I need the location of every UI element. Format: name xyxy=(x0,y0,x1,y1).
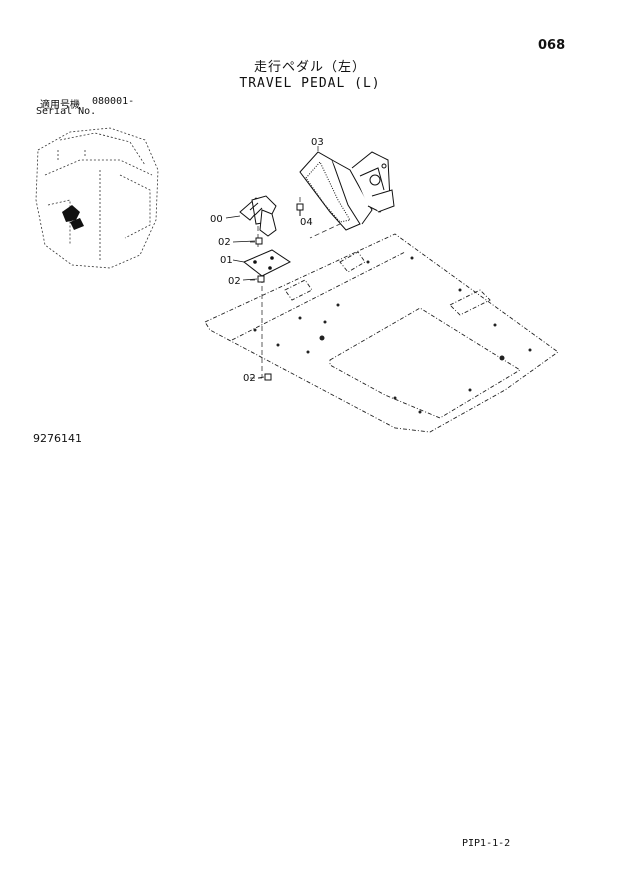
page-number: 068 xyxy=(538,38,566,53)
serial-value: 080001- xyxy=(92,96,135,107)
serial-label-en: Serial No. xyxy=(36,106,97,117)
part-label-04: 04 xyxy=(300,217,313,228)
part-labels: 03 00 04 02 01 02 02 xyxy=(210,137,324,384)
drawing-number: 9276141 xyxy=(33,432,82,445)
floor-plate xyxy=(204,233,559,433)
floor-plate-holes xyxy=(253,256,532,414)
page-title-en: TRAVEL PEDAL (L) xyxy=(239,76,381,91)
part-label-00: 00 xyxy=(210,214,223,225)
footer-code: PIP1-1-2 xyxy=(462,838,511,849)
part-label-03: 03 xyxy=(311,137,324,148)
pedal-03-assembly xyxy=(299,151,395,231)
part-label-02-bottom: 02 xyxy=(243,373,256,384)
label-leader-lines xyxy=(225,215,265,379)
part-label-02-mid: 02 xyxy=(228,276,241,287)
machine-overview-sketch xyxy=(35,127,159,269)
machine-highlight-pedal xyxy=(62,205,84,230)
part-label-01: 01 xyxy=(220,255,233,266)
part-label-02-top: 02 xyxy=(218,237,231,248)
plate-01 xyxy=(243,249,291,277)
bolt-04 xyxy=(296,203,304,216)
serial-label-jp: 適用号機 xyxy=(40,100,80,111)
pedal-00-assembly xyxy=(239,195,277,237)
bolts-02 xyxy=(255,237,272,381)
page-title-jp: 走行ペダル（左） xyxy=(253,60,366,75)
